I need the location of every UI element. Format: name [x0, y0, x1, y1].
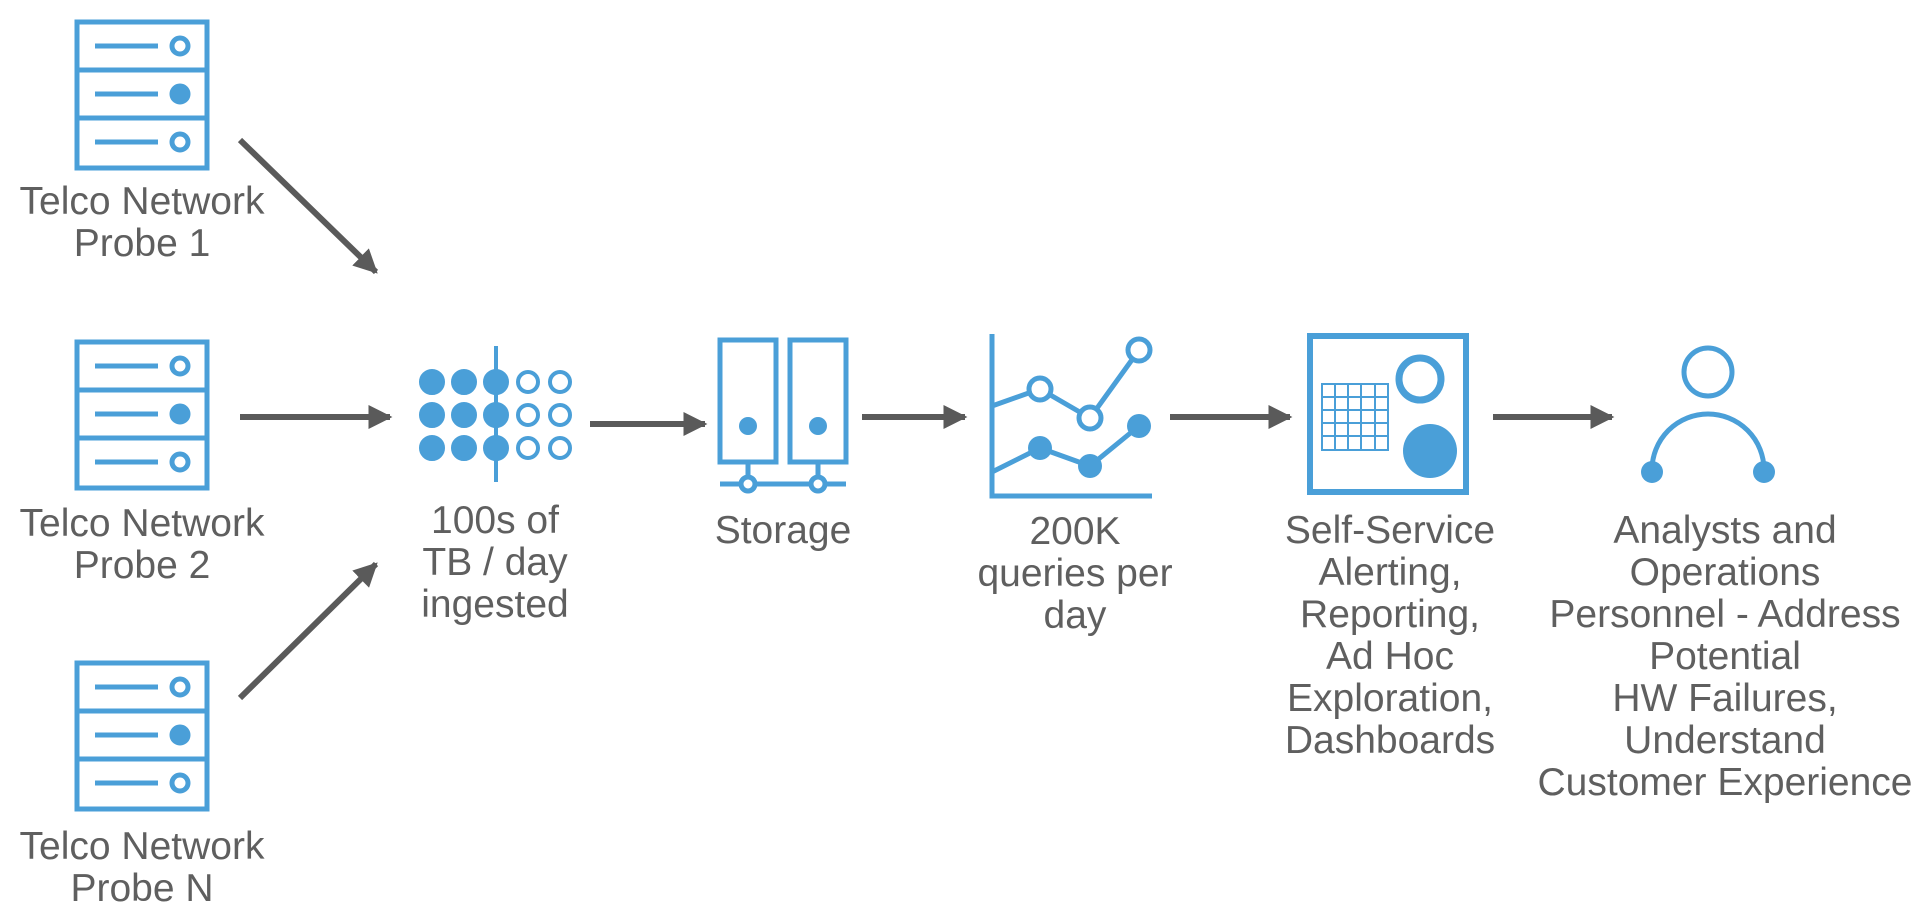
probe1-label: Telco Network Probe 1: [19, 180, 265, 265]
arrow-probe1-to-ingest: [237, 137, 379, 275]
server-icon: [74, 19, 210, 171]
person-icon: [1641, 345, 1775, 483]
line-chart-icon: [989, 334, 1153, 499]
dashboard-icon: [1307, 333, 1469, 495]
server-icon: [74, 660, 210, 812]
queries-label: 200K queries per day: [977, 510, 1173, 637]
arrow-probeN-to-ingest: [237, 561, 379, 701]
storage-label: Storage: [714, 509, 852, 552]
probeN-label: Telco Network Probe N: [19, 825, 265, 910]
storage-icon: [717, 337, 849, 494]
ingest-label: 100s of TB / day ingested: [421, 499, 569, 626]
selfservice-label: Self-Service Alerting, Reporting, Ad Hoc…: [1284, 509, 1496, 762]
arrows: [237, 137, 1615, 701]
server-icon: [74, 339, 210, 491]
analysts-label: Analysts and Operations Personnel - Addr…: [1537, 509, 1913, 804]
probe2-label: Telco Network Probe 2: [19, 502, 265, 587]
data-dots-icon: [419, 346, 572, 482]
